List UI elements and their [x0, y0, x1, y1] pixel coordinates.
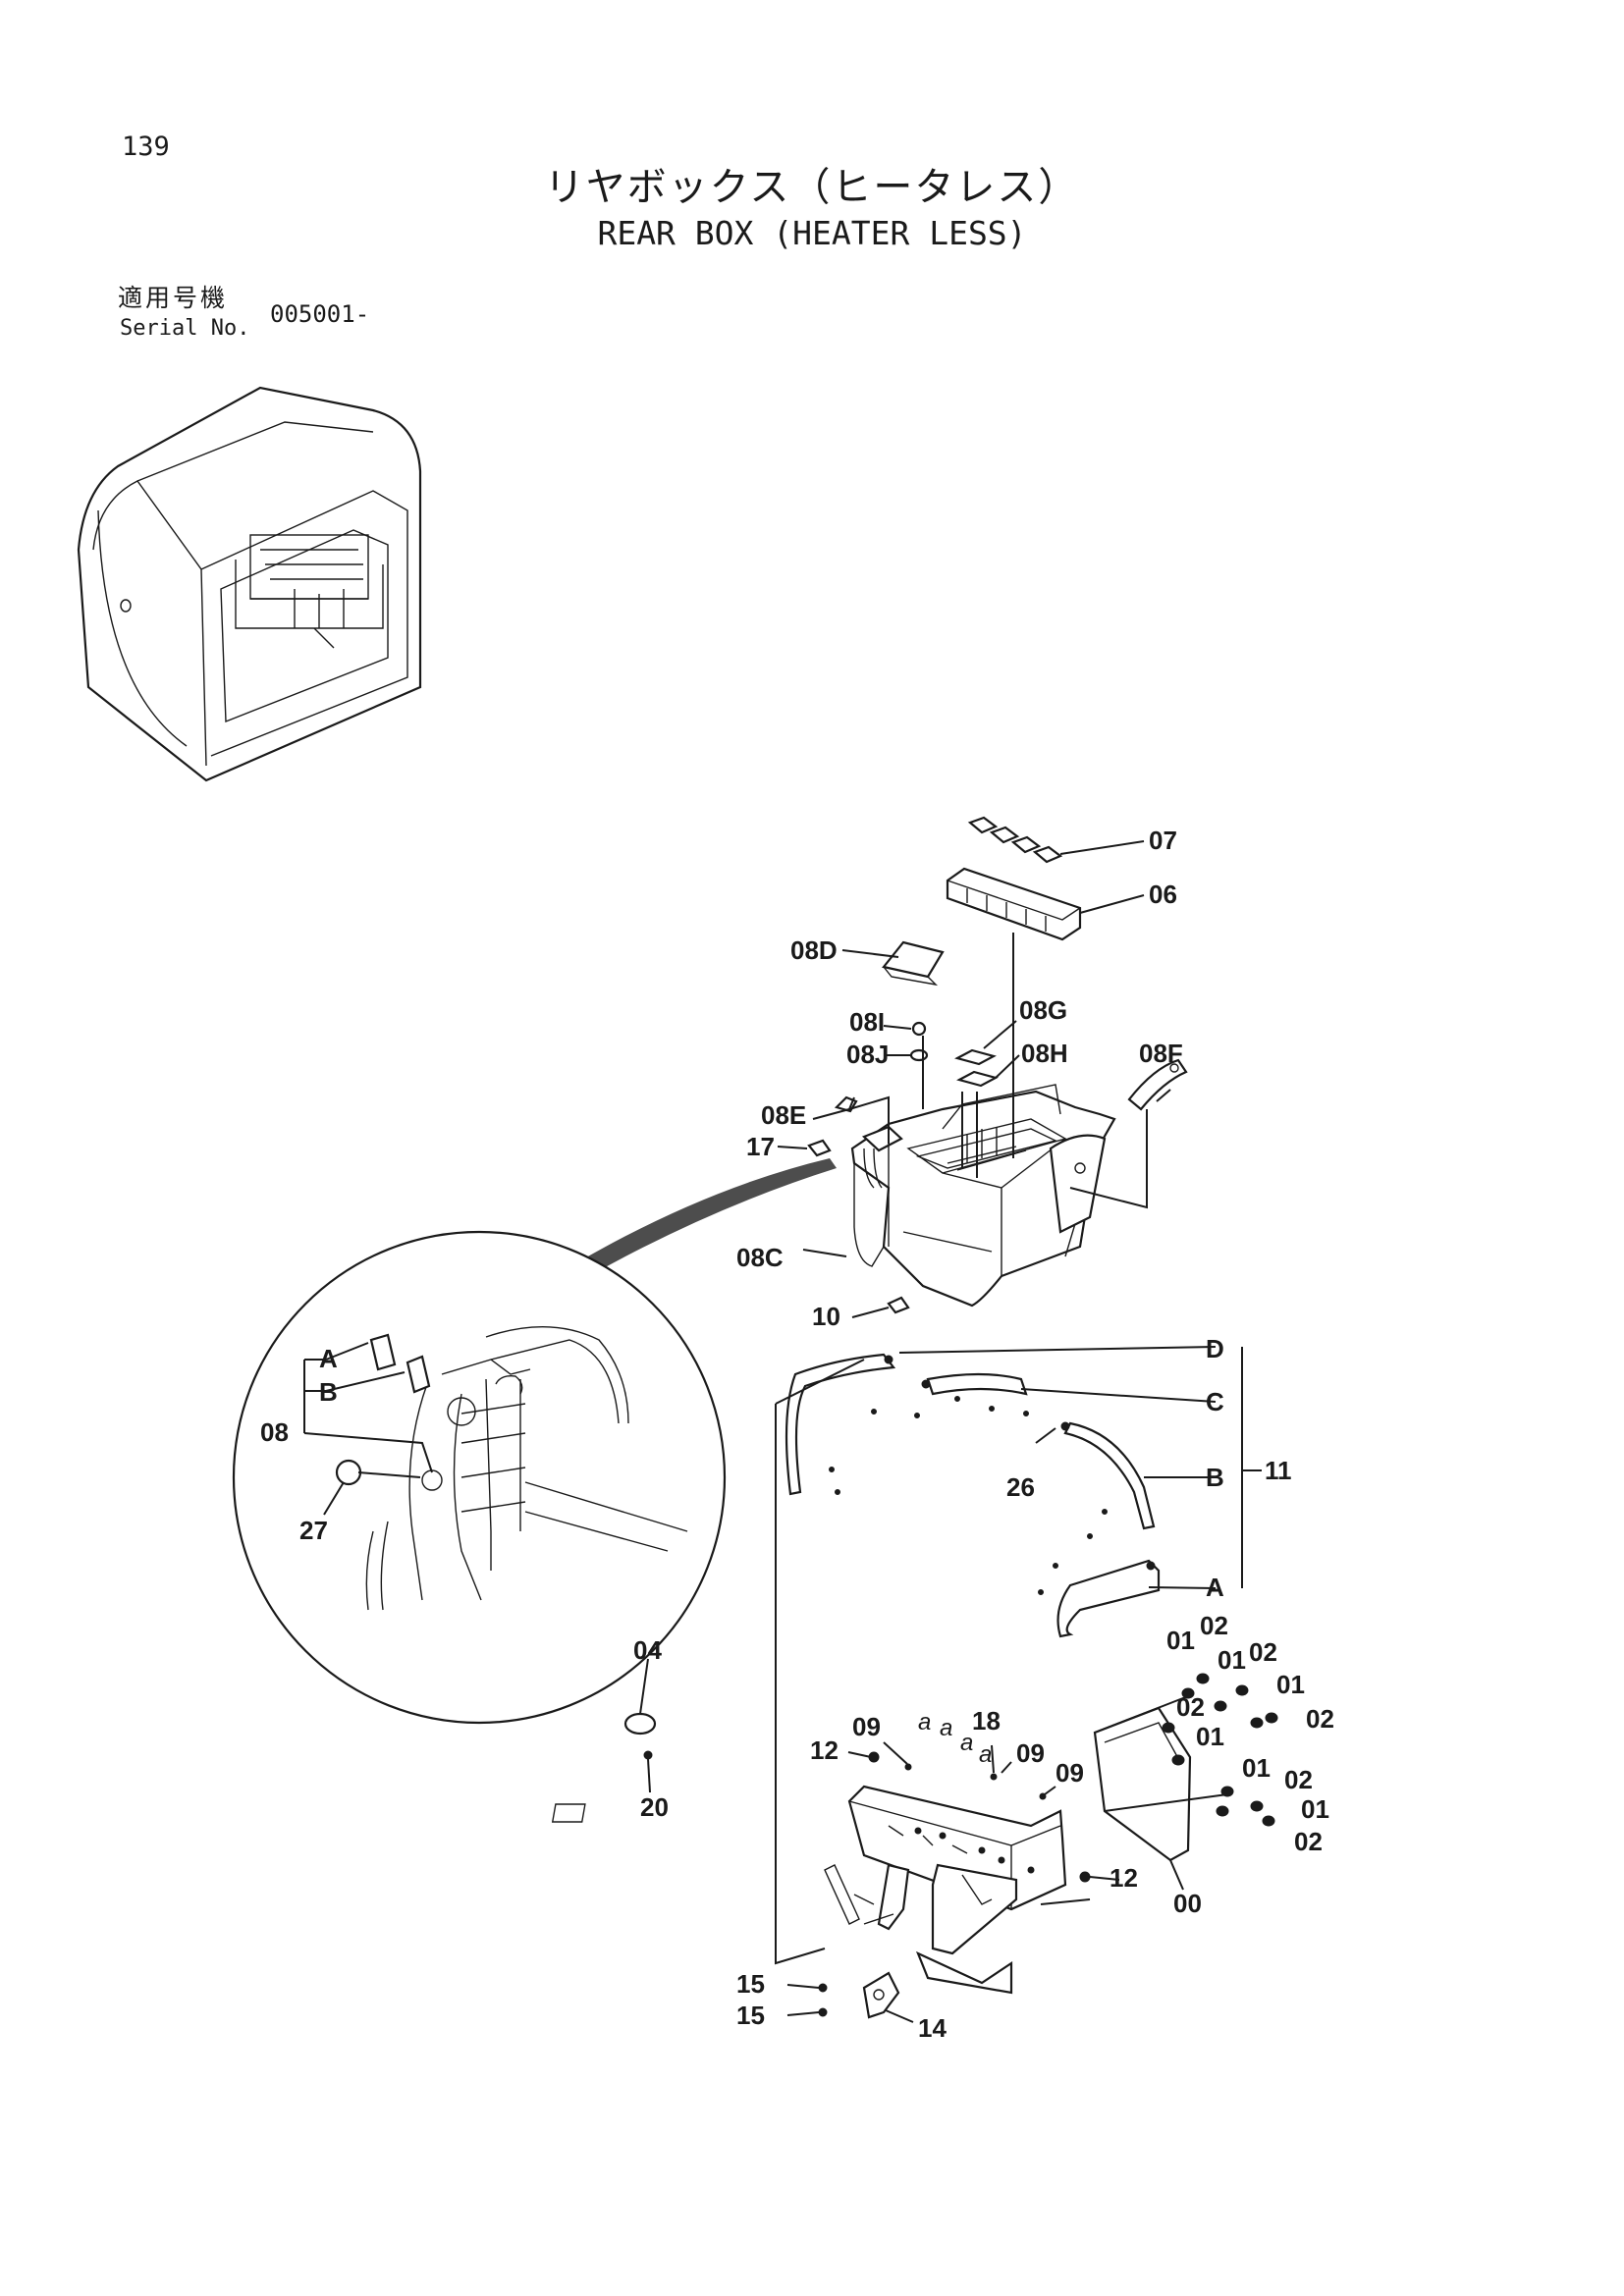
hw-callout-01-a: 01 — [1166, 1626, 1195, 1655]
callout-b: B — [1206, 1463, 1224, 1492]
bolt-15-b — [818, 2007, 828, 2017]
bolt-15-a — [818, 1983, 828, 1993]
bracket-14 — [862, 1971, 900, 2019]
leader-lines — [303, 840, 1262, 2023]
callout-08c: 08C — [736, 1243, 784, 1272]
screw-09-b — [990, 1773, 998, 1781]
serial-label-japanese: 適用号機 — [118, 284, 229, 312]
callout-detail-a: A — [319, 1344, 338, 1373]
callout-09-a: 09 — [852, 1712, 881, 1741]
callout-08d: 08D — [790, 935, 838, 965]
callout-d: D — [1206, 1334, 1224, 1363]
callout-09-c: 09 — [1056, 1758, 1084, 1788]
callout-26: 26 — [1006, 1472, 1035, 1502]
screw-09-c — [1039, 1792, 1047, 1800]
page-title-english: REAR BOX (HEATER LESS) — [597, 214, 1027, 252]
callout-04: 04 — [633, 1635, 662, 1665]
hw-callout-02-b: 02 — [1249, 1637, 1277, 1667]
serial-number-value: 005001- — [270, 300, 370, 328]
rear-box-body — [850, 1084, 1116, 1308]
cab-overview-illustration — [77, 386, 422, 782]
vent-cap-set — [967, 816, 1063, 864]
hw-callout-01-f: 01 — [1301, 1794, 1329, 1824]
plate-mark-3: a — [960, 1730, 973, 1756]
callout-06: 06 — [1149, 880, 1177, 909]
callout-a: A — [1206, 1573, 1224, 1602]
callout-08f: 08F — [1139, 1039, 1183, 1068]
hw-callout-02-c: 02 — [1176, 1692, 1205, 1722]
screw-12-right — [1079, 1871, 1091, 1883]
cap-04 — [623, 1712, 657, 1735]
callout-labels: 07 06 08D 08I 08J 08G 08H 08F 08E 17 08C… — [260, 826, 1334, 2043]
pad-08h — [956, 1070, 999, 1088]
callout-12-left: 12 — [810, 1735, 839, 1765]
pad-08g — [954, 1048, 997, 1066]
callout-08i: 08I — [849, 1007, 885, 1037]
callout-09-b: 09 — [1016, 1738, 1045, 1768]
screw-17 — [807, 1139, 832, 1157]
side-plate-00 — [1093, 1706, 1192, 1862]
callout-15-b: 15 — [736, 2001, 765, 2030]
detail-leader-band — [579, 1158, 837, 1276]
callout-08g: 08G — [1019, 995, 1067, 1025]
callout-detail-27: 27 — [299, 1516, 328, 1545]
page-number: 139 — [122, 132, 170, 162]
callout-11: 11 — [1265, 1456, 1292, 1485]
callout-14: 14 — [918, 2013, 947, 2043]
callout-12-right: 12 — [1110, 1863, 1138, 1893]
hw-callout-01-e: 01 — [1242, 1753, 1271, 1783]
plate-mark-2: a — [940, 1715, 952, 1741]
callout-08e: 08E — [761, 1100, 806, 1130]
hw-callout-01-d: 01 — [1196, 1722, 1224, 1751]
serial-label-english: Serial No. — [120, 316, 250, 341]
hw-callout-01-b: 01 — [1218, 1645, 1246, 1675]
callout-15-a: 15 — [736, 1969, 765, 1999]
plate-mark-4: a — [979, 1741, 992, 1768]
callout-08j: 08J — [846, 1040, 889, 1069]
floor-support-frame — [551, 1785, 1067, 1995]
trim-piece-08f — [1127, 1058, 1188, 1111]
small-screw-08i — [911, 1021, 927, 1037]
callout-18: 18 — [972, 1706, 1001, 1735]
callout-20: 20 — [640, 1792, 669, 1822]
screw-10 — [887, 1296, 910, 1314]
screw-09-a — [904, 1763, 912, 1771]
callout-08h: 08H — [1021, 1039, 1068, 1068]
hinge-bracket-08d — [882, 940, 945, 987]
washer-08j — [909, 1048, 929, 1062]
hw-callout-02-e: 02 — [1284, 1765, 1313, 1794]
top-panel — [946, 867, 1082, 941]
page-title-japanese: リヤボックス（ヒータレス） — [544, 165, 1080, 210]
callout-c: C — [1206, 1387, 1224, 1416]
detail-magnified-view — [232, 1230, 727, 1725]
plug-20 — [643, 1750, 653, 1760]
hw-callout-02-a: 02 — [1200, 1611, 1228, 1640]
hw-callout-02-f: 02 — [1294, 1827, 1323, 1856]
plate-mark-1: a — [918, 1709, 931, 1735]
callout-detail-b: B — [319, 1377, 338, 1407]
hw-callout-01-c: 01 — [1276, 1670, 1305, 1699]
seal-strip-set — [785, 1353, 1161, 1638]
callout-10: 10 — [812, 1302, 840, 1331]
callout-17: 17 — [746, 1132, 775, 1161]
hw-callout-02-d: 02 — [1306, 1704, 1334, 1734]
callout-07: 07 — [1149, 826, 1177, 855]
callout-00: 00 — [1173, 1889, 1202, 1918]
callout-detail-08: 08 — [260, 1417, 289, 1447]
